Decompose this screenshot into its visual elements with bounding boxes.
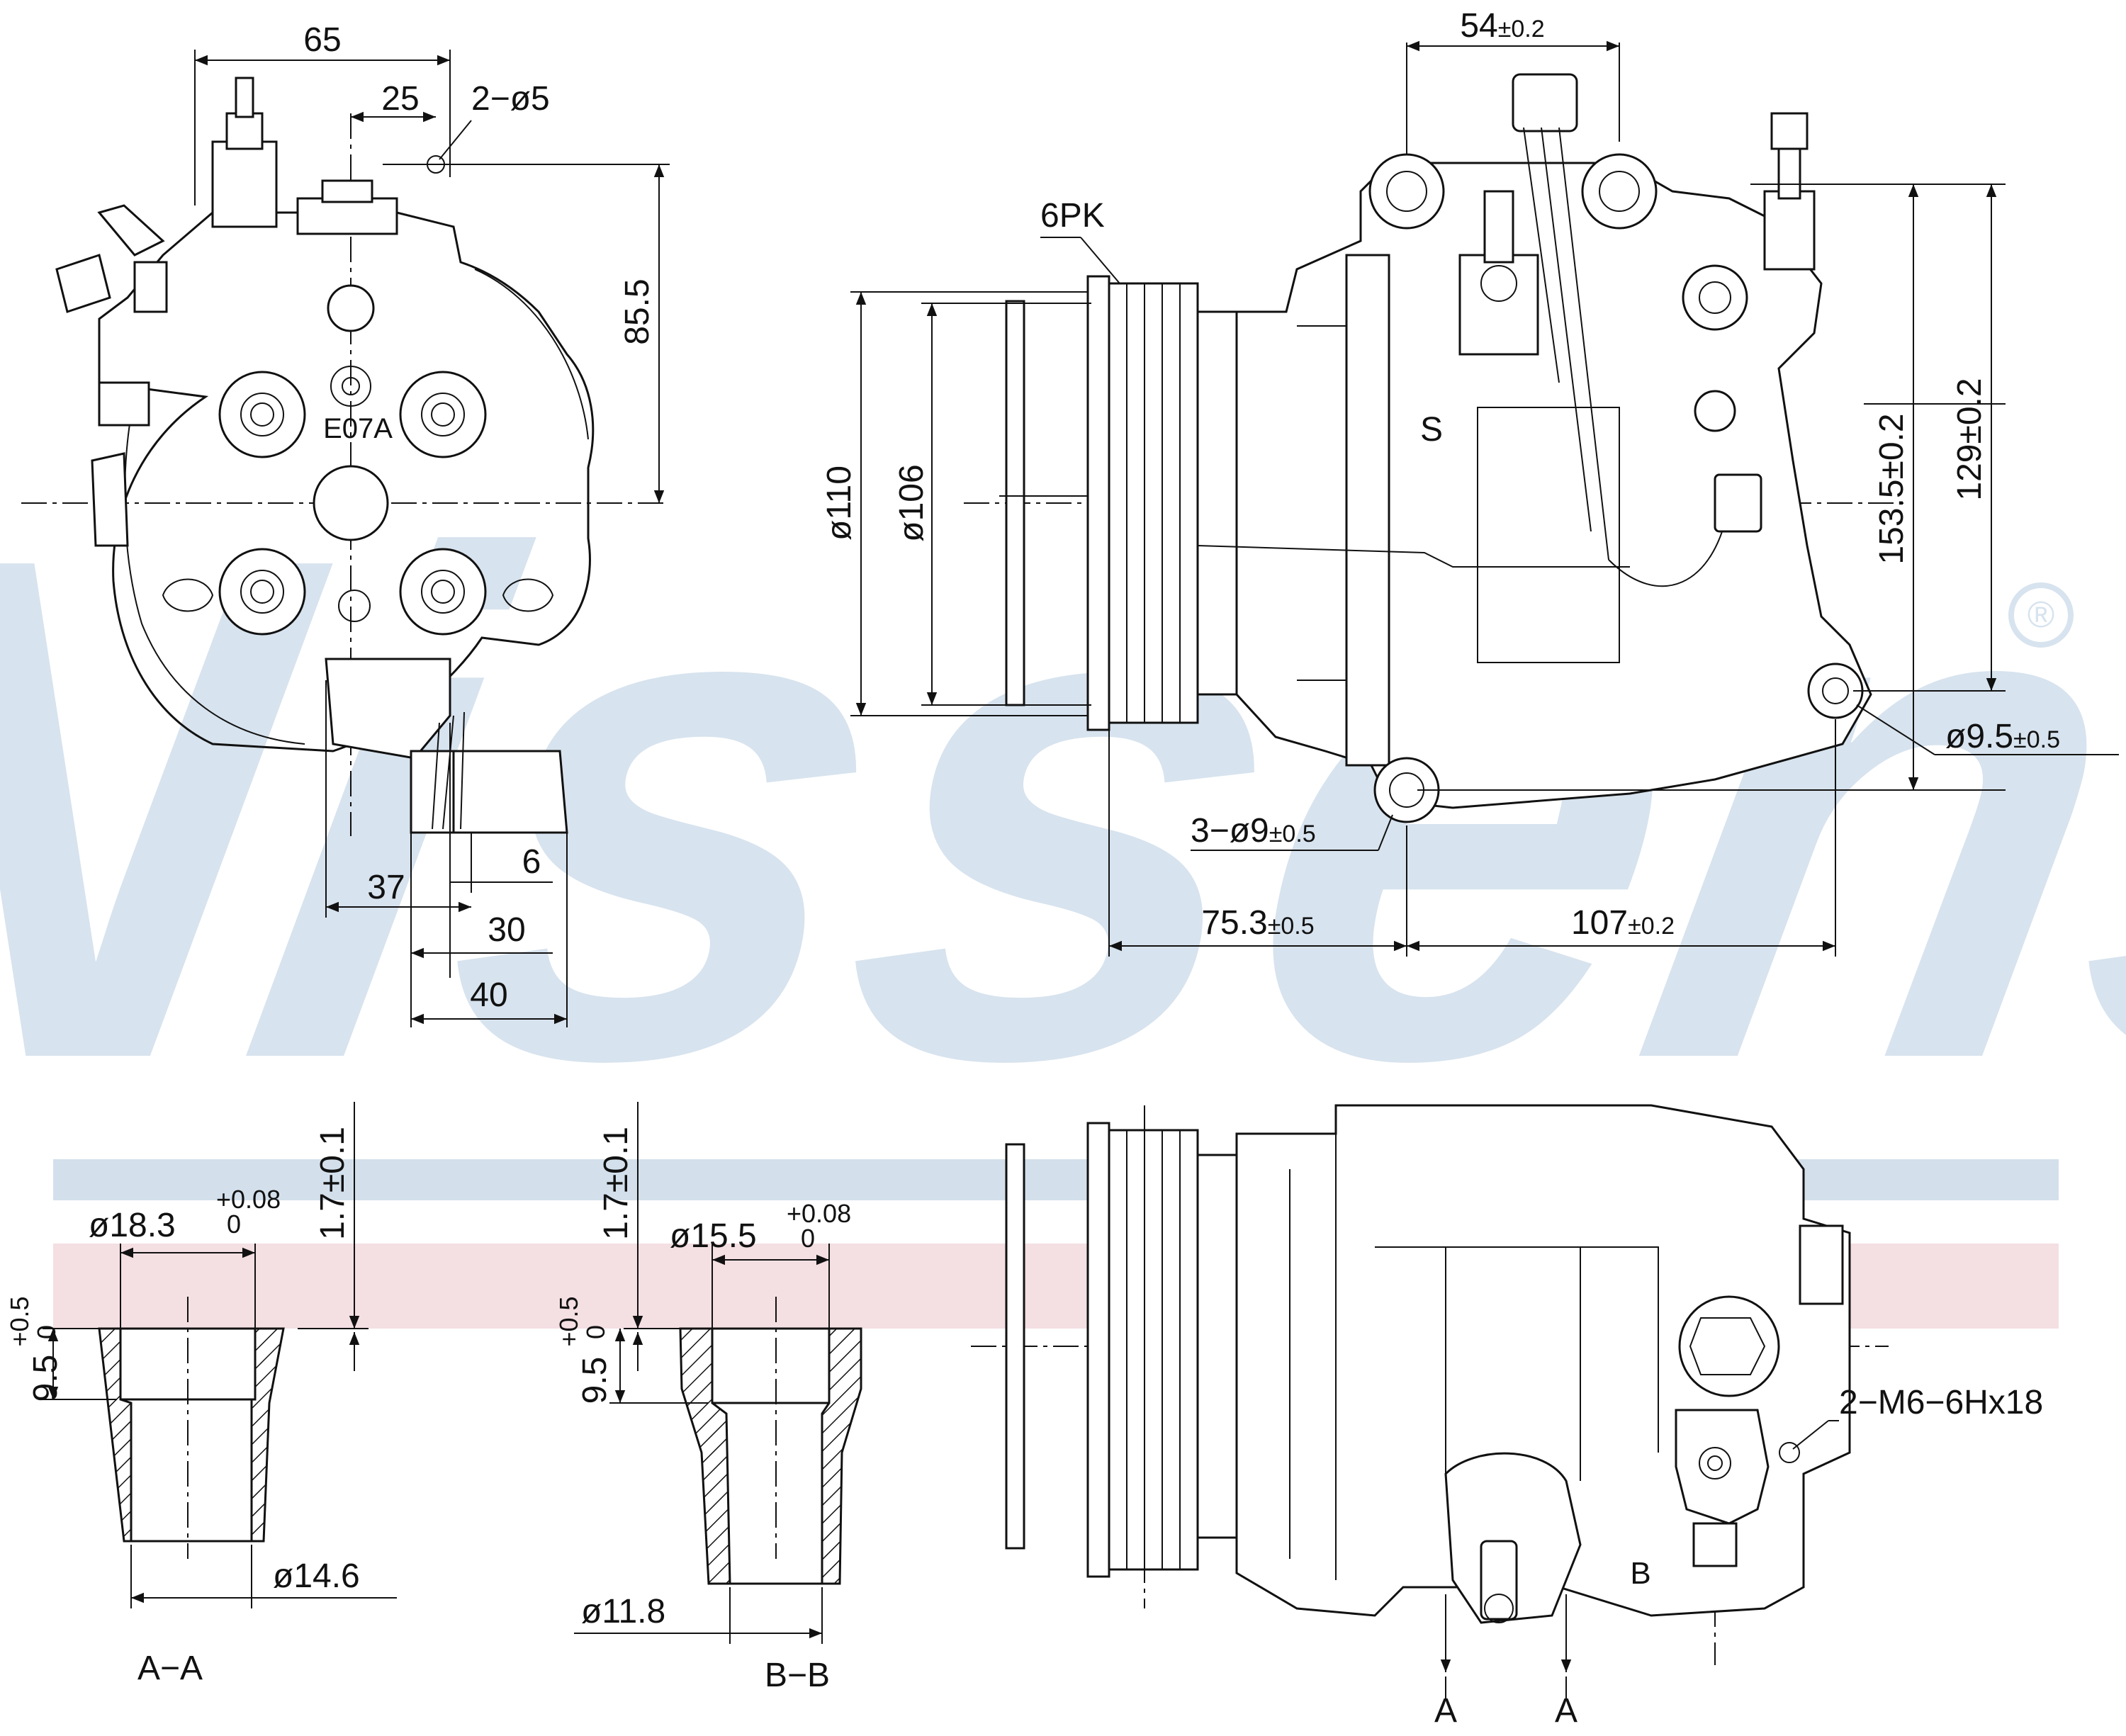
side-dim-left: 75.3±0.5	[1201, 904, 1314, 942]
bb-depth: 9.5	[576, 1357, 614, 1404]
bb-label: B−B	[765, 1657, 830, 1694]
front-dim-6: 6	[522, 843, 541, 881]
section-mark-s: S	[1420, 411, 1443, 449]
side-hole-dia: ø9.5±0.5	[1945, 718, 2060, 755]
front-dim-holes: 2−ø5	[471, 80, 550, 118]
bb-dia-top: ø15.5	[670, 1217, 757, 1255]
thread-note: 2−M6−6Hx18	[1839, 1384, 2043, 1421]
front-dim-37: 37	[367, 869, 405, 906]
section-b-b: ø15.5 +0.08 0 1.7±0.1 9.5 +0.5 0 ø11.8 B…	[554, 1102, 862, 1694]
aa-dia-top-tol-upper: +0.08	[216, 1185, 281, 1214]
front-dim-width: 65	[303, 21, 341, 59]
aa-depth-tol-lower: 0	[32, 1325, 61, 1339]
bb-depth-tol-lower: 0	[581, 1325, 610, 1339]
front-part-marking: E07A	[323, 413, 393, 444]
aa-depth-tol-upper: +0.5	[5, 1296, 34, 1346]
cut-a-left: A	[1434, 1692, 1457, 1730]
front-dim-40: 40	[470, 976, 507, 1014]
bb-dia-top-tol-upper: +0.08	[787, 1199, 851, 1228]
front-dim-hole-offset: 25	[381, 80, 419, 118]
front-view: 65 25 2−ø5 85.5 E07A 37 6 30 40	[21, 21, 670, 1027]
aa-lip: 1.7±0.1	[314, 1127, 351, 1240]
registered-mark-icon	[2008, 582, 2074, 648]
section-a-a: ø18.3 +0.08 0 1.7±0.1 9.5 +0.5 0 ø14.6 A…	[5, 1102, 397, 1687]
registered-mark: ®	[2027, 594, 2054, 636]
bb-depth-tol-upper: +0.5	[554, 1296, 583, 1346]
side-dim-top: 54±0.2	[1460, 7, 1544, 45]
front-dim-30: 30	[488, 911, 525, 949]
side-mount-holes: 3−ø9±0.5	[1191, 812, 1316, 850]
side-dia-inner: ø106	[893, 464, 930, 541]
side-dim-height-b: 129±0.2	[1951, 378, 1989, 500]
side-dim-right: 107±0.2	[1571, 904, 1675, 942]
pulley-type: 6PK	[1040, 197, 1105, 235]
bb-lip: 1.7±0.1	[597, 1127, 635, 1240]
aa-label: A−A	[137, 1650, 203, 1687]
side-view: S 54±0.2 6PK ø110 ø106 153.5±0.2 129±0.2…	[821, 7, 2119, 957]
watermark-logo: Nissens	[0, 408, 2126, 1207]
aa-dia-top-tol-lower: 0	[227, 1210, 241, 1239]
aa-dia-bottom: ø14.6	[273, 1557, 360, 1595]
aa-dia-top: ø18.3	[89, 1207, 176, 1244]
front-dim-height: 85.5	[619, 278, 656, 344]
bb-dia-bottom: ø11.8	[581, 1593, 665, 1630]
side-dim-height-a: 153.5±0.2	[1873, 413, 1911, 564]
bb-dia-top-tol-lower: 0	[801, 1224, 815, 1253]
cut-a-right: A	[1555, 1692, 1577, 1730]
cut-b: B	[1630, 1556, 1650, 1591]
aa-depth: 9.5	[27, 1355, 64, 1402]
side-dia-outer: ø110	[821, 466, 858, 541]
bottom-view: A A B 2−M6−6Hx18	[971, 1104, 2043, 1730]
